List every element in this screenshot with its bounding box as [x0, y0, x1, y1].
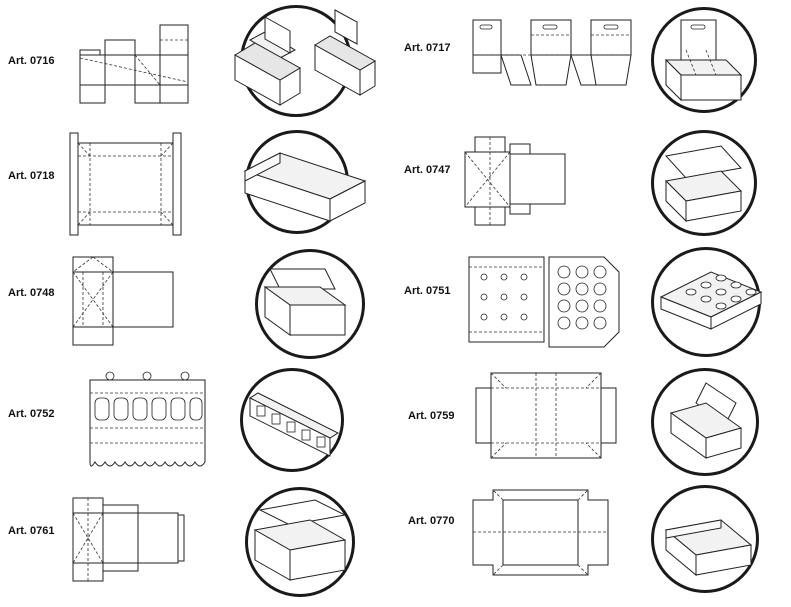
die-cut-diagram: [468, 485, 613, 580]
article-0761: Art. 0761: [0, 485, 395, 606]
die-cut-diagram: [68, 252, 183, 352]
die-cut-diagram: [68, 493, 188, 588]
die-cut-diagram: [471, 368, 621, 463]
article-label: Art. 0751: [404, 285, 451, 297]
die-cut-diagram: [85, 368, 210, 478]
article-label: Art. 0718: [8, 170, 55, 182]
die-cut-diagram: [68, 128, 183, 240]
article-0770: Art. 0770: [396, 485, 791, 606]
article-0748: Art. 0748: [0, 247, 395, 368]
article-label: Art. 0747: [404, 164, 451, 176]
article-0751: Art. 0751: [396, 247, 791, 368]
article-0759: Art. 0759: [396, 368, 791, 489]
die-cut-diagram: [75, 20, 195, 110]
article-label: Art. 0716: [8, 55, 55, 67]
article-label: Art. 0759: [408, 410, 455, 422]
article-0718: Art. 0718: [0, 126, 395, 247]
die-cut-diagram: [460, 132, 575, 232]
article-label: Art. 0748: [8, 287, 55, 299]
article-0747: Art. 0747: [396, 126, 791, 247]
article-label: Art. 0752: [8, 408, 55, 420]
article-0716: Art. 0716: [0, 5, 395, 126]
article-0752: Art. 0752: [0, 368, 395, 489]
article-label: Art. 0761: [8, 525, 55, 537]
article-0717: Art. 0717: [396, 5, 791, 126]
article-label: Art. 0770: [408, 515, 455, 527]
die-cut-diagram: [464, 247, 624, 352]
article-label: Art. 0717: [404, 42, 451, 54]
die-cut-diagram: [468, 15, 638, 100]
